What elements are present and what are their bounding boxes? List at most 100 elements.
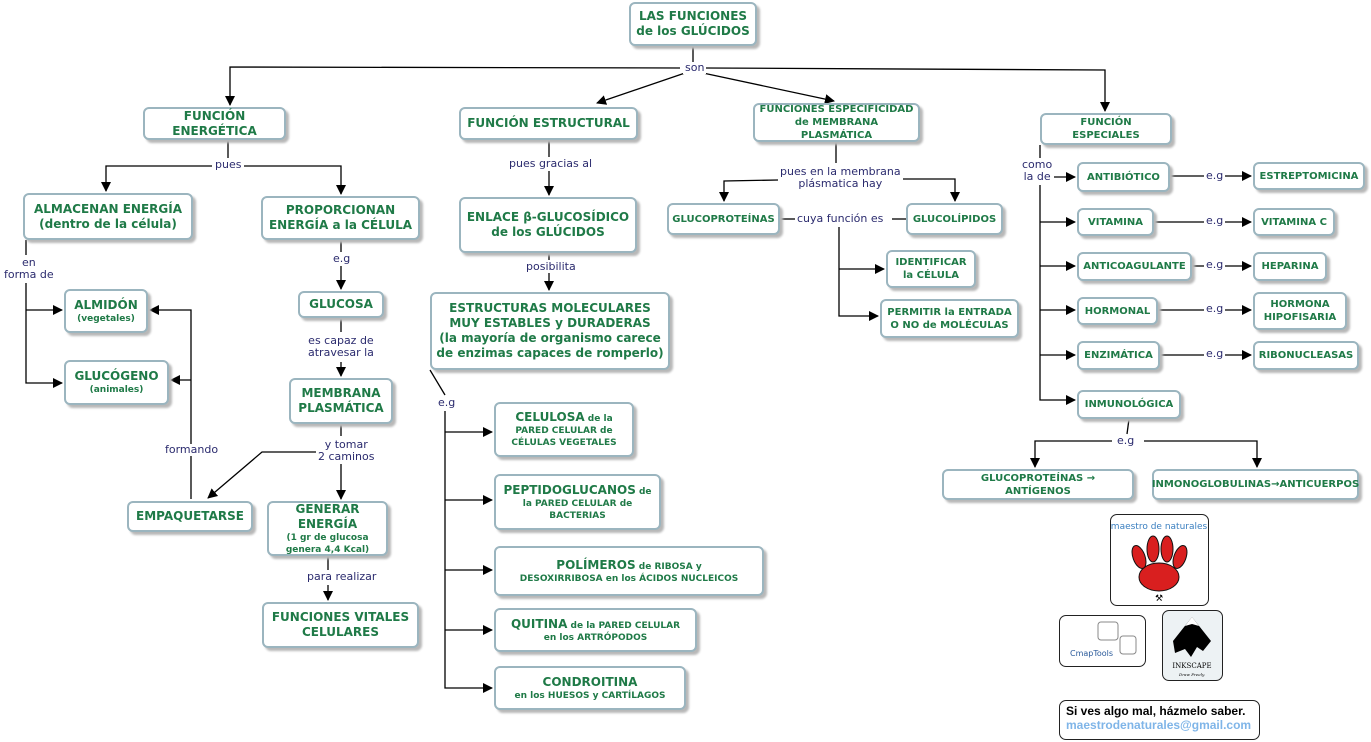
- node-inmunologica[interactable]: INMUNOLÓGICA: [1077, 390, 1181, 419]
- node-line: QUITINA de la PARED CELULAR: [511, 617, 680, 632]
- link-label-son: son: [683, 61, 707, 74]
- feedback-note: Si ves algo mal, házmelo saber. maestrod…: [1059, 700, 1260, 740]
- node-line: (la mayoría de organismo carece: [439, 331, 661, 345]
- node-line: ESTRUCTURAS MOLECULARES: [449, 301, 651, 315]
- node-line: CÉLULAS VEGETALES: [511, 438, 617, 448]
- node-line: O NO de MOLÉCULAS: [890, 319, 1009, 331]
- label-line: pues en la membrana: [780, 165, 901, 178]
- node-vitamina-c[interactable]: VITAMINA C: [1253, 208, 1335, 236]
- node-glucosa[interactable]: GLUCOSA: [298, 291, 384, 318]
- node-line: HORMONA: [1270, 299, 1330, 310]
- node-line: POLÍMEROS de RIBOSA y: [556, 558, 701, 573]
- node-funcion-energetica[interactable]: FUNCIÓN ENERGÉTICA: [143, 107, 286, 140]
- node-anticuerpos[interactable]: INMONOGLOBULINAS→ANTICUERPOS: [1152, 469, 1359, 500]
- node-line: IDENTIFICAR: [895, 257, 967, 268]
- svg-text:maestro de naturales: maestro de naturales: [1111, 522, 1207, 532]
- node-line: PERMITIR la ENTRADA: [887, 306, 1012, 318]
- label-line: forma de: [4, 268, 54, 281]
- link-label-formando: formando: [163, 443, 221, 456]
- node-estreptomicina[interactable]: ESTREPTOMICINA: [1253, 162, 1365, 190]
- node-vitamina[interactable]: VITAMINA: [1077, 208, 1154, 236]
- node-line: PLASMÁTICA: [298, 401, 384, 415]
- node-hormona-hipofisaria[interactable]: HORMONA HIPOFISARIA: [1253, 292, 1347, 330]
- node-ribonucleasas[interactable]: RIBONUCLEASAS: [1253, 341, 1359, 370]
- node-line: ENLACE β-GLUCOSÍDICO: [466, 210, 630, 224]
- node-line: MEMBRANA: [301, 386, 381, 400]
- node-line: en los HUESOS y CARTÍLAGOS: [514, 690, 666, 701]
- node-enzimatica[interactable]: ENZIMÁTICA: [1077, 341, 1160, 370]
- node-empaquetarse[interactable]: EMPAQUETARSE: [127, 501, 253, 532]
- label-line: y tomar: [324, 438, 368, 451]
- link-label-pues-gracias: pues gracias al: [507, 157, 595, 170]
- node-text: de: [635, 486, 652, 497]
- node-glucoproteinas[interactable]: GLUCOPROTEÍNAS: [667, 203, 780, 235]
- node-almidon[interactable]: ALMIDÓN(vegetales): [64, 289, 148, 333]
- node-funcion-estructural[interactable]: FUNCIÓN ESTRUCTURAL: [459, 107, 638, 140]
- node-almacenan[interactable]: ALMACENAN ENERGÍA(dentro de la célula): [23, 193, 193, 240]
- node-anticoagulante[interactable]: ANTICOAGULANTE: [1077, 252, 1192, 281]
- node-line: BACTERIAS: [549, 510, 606, 521]
- node-heparina[interactable]: HEPARINA: [1253, 252, 1327, 281]
- node-line: de MEMBRANA PLASMÁTICA: [794, 117, 879, 141]
- node-line: de los GLÚCIDOS: [636, 24, 750, 38]
- node-line: FUNCIONES VITALES: [271, 610, 410, 624]
- node-hormonal[interactable]: HORMONAL: [1077, 297, 1158, 325]
- link-label-eg: e.g: [1204, 302, 1226, 315]
- node-line: PEPTIDOGLUCANOS de: [503, 483, 651, 498]
- node-line: PROPORCIONAN: [285, 203, 396, 217]
- node-keyword: PEPTIDOGLUCANOS: [503, 482, 636, 497]
- node-glucogeno[interactable]: GLUCÓGENO (animales): [64, 360, 169, 405]
- label-line: plásmatica hay: [798, 177, 883, 190]
- node-line: de enzimas capaces de romperlo): [436, 346, 664, 360]
- node-funcion-especiales[interactable]: FUNCIÓN ESPECIALES: [1040, 113, 1172, 145]
- link-label-eg: e.g: [1204, 214, 1226, 227]
- node-antibiotico[interactable]: ANTIBIÓTICO: [1077, 162, 1170, 192]
- node-keyword: POLÍMEROS: [556, 557, 636, 572]
- node-line: MUY ESTABLES y DURADERAS: [449, 316, 651, 330]
- node-antigenos[interactable]: GLUCOPROTEÍNAS → ANTÍGENOS: [942, 469, 1134, 500]
- link-label-eg: e.g: [1204, 169, 1226, 182]
- email-link[interactable]: maestrodenaturales@gmail.com: [1066, 718, 1252, 732]
- node-line: HIPOFISARIA: [1263, 312, 1337, 323]
- node-line: GLUCÓGENO: [74, 369, 159, 383]
- label-line: en: [21, 256, 36, 269]
- link-label-eg: e.g: [331, 252, 353, 265]
- link-label-para-realizar: para realizar: [305, 570, 379, 583]
- label-line: es capaz de: [308, 334, 374, 347]
- link-label-posibilita: posibilita: [524, 260, 578, 273]
- node-keyword: QUITINA: [510, 616, 568, 631]
- link-label-pues: pues: [213, 158, 244, 171]
- paw-icon: maestro de naturales ⚒: [1111, 522, 1208, 604]
- node-line: DESOXIRRIBOSA en los ÁCIDOS NUCLEICOS: [519, 573, 739, 584]
- cmap-icon: CmapTools: [1070, 621, 1137, 658]
- node-line: (animales): [89, 385, 144, 395]
- node-line: ENERGÍA a la CÉLULA: [268, 218, 413, 232]
- label-line: como: [1022, 158, 1053, 171]
- node-line: CELULARES: [302, 625, 379, 639]
- node-text: de RIBOSA y: [635, 561, 702, 572]
- link-label-eg: e.g: [1204, 258, 1226, 271]
- node-glucolipidos[interactable]: GLUCOLÍPIDOS: [906, 203, 1003, 235]
- node-line: ALMIDÓN: [74, 297, 138, 312]
